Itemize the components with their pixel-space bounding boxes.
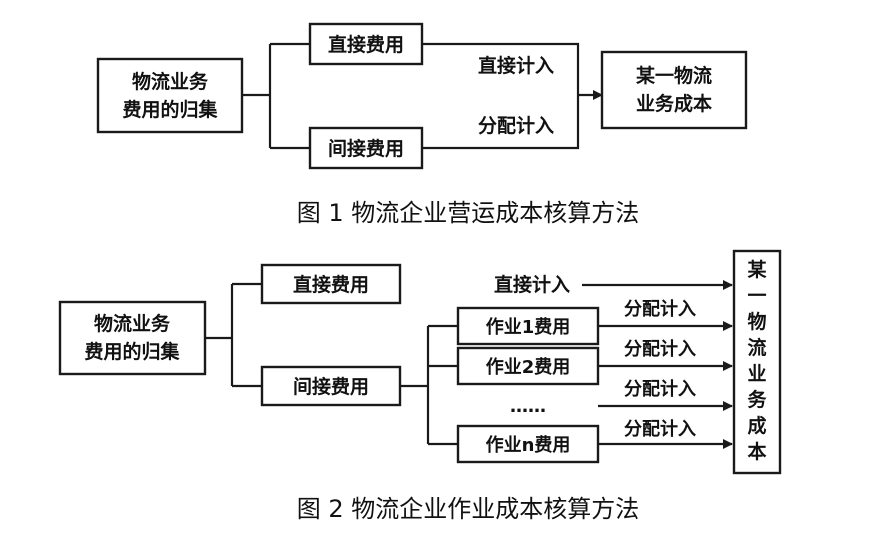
fig2-activity-connector (400, 324, 458, 446)
fig2-target-char: 务 (747, 388, 767, 411)
fig2-activity2-box (456, 346, 600, 386)
fig1-direct-allocation-label: 直接计入 (478, 54, 554, 77)
fig1-target-box (600, 50, 748, 130)
fig1-indirect-cost-label: 间接费用 (328, 138, 404, 160)
fig2-target-char: 成 (747, 414, 766, 437)
fig2-target-char: 物 (747, 310, 766, 333)
fig1-indirect-cost-box (308, 126, 424, 170)
fig2-shared-allocation-label-3: 分配计入 (624, 378, 696, 400)
fig2-target-char: 本 (747, 440, 766, 463)
fig2-activityn-box (456, 424, 600, 464)
fig2-shared-allocation-label-2: 分配计入 (624, 338, 696, 360)
fig2-target-char: 流 (747, 336, 766, 359)
fig2-target-label: 某 一 物 流 业 务 成 本 (747, 258, 767, 463)
fig1-source-connector (242, 42, 310, 150)
fig1-source-line1: 物流业务 (132, 70, 209, 93)
fig2-source-line1: 物流业务 (94, 312, 171, 335)
fig2-source-box (58, 300, 207, 376)
fig1-indirect-connector (422, 95, 580, 150)
fig2-target-box (732, 249, 782, 475)
fig1-source-box (96, 57, 244, 134)
fig1-target-line2: 业务成本 (636, 92, 712, 115)
fig1-caption: 图 1 物流企业营运成本核算方法 (297, 199, 640, 227)
fig2-activityn-label: 作业n费用 (486, 434, 571, 456)
fig1-direct-cost-label: 直接费用 (328, 33, 404, 56)
fig2-target-char: 一 (747, 285, 766, 307)
fig2-ellipsis: …… (510, 396, 546, 417)
fig1-direct-cost-box (308, 22, 424, 66)
fig2-activity1-label: 作业1费用 (486, 316, 571, 338)
fig2-target-char: 业 (747, 363, 766, 385)
fig1-shared-allocation-label: 分配计入 (478, 115, 554, 137)
fig2-direct-cost-label: 直接费用 (293, 273, 369, 296)
fig2-source-line2: 费用的归集 (84, 340, 180, 363)
fig2-shared-allocation-label-1: 分配计入 (624, 298, 696, 320)
fig1-source-line2: 费用的归集 (122, 98, 218, 121)
fig2-direct-allocation-label: 直接计入 (494, 273, 570, 296)
fig2-source-connector (205, 282, 262, 388)
fig2-caption: 图 2 物流企业作业成本核算方法 (297, 495, 640, 523)
fig2-target-char: 某 (747, 258, 767, 281)
fig2-direct-cost-box (260, 263, 402, 305)
fig2-activity2-label: 作业2费用 (486, 356, 571, 378)
fig1-direct-connector (422, 42, 580, 95)
fig2-activity1-box (456, 306, 600, 346)
fig1-target-line1: 某一物流 (636, 64, 712, 87)
fig2-indirect-cost-label: 间接费用 (293, 376, 369, 398)
figure-1: 物流业务 费用的归集 直接费用 间接费用 直接计入 分配计入 某一物流 业务成本… (96, 22, 748, 227)
figure-2: 物流业务 费用的归集 直接费用 间接费用 直接计入 作业1费用 作业2费用 ……… (58, 249, 782, 523)
fig2-shared-allocation-label-4: 分配计入 (624, 418, 696, 440)
fig2-indirect-cost-box (260, 365, 402, 407)
